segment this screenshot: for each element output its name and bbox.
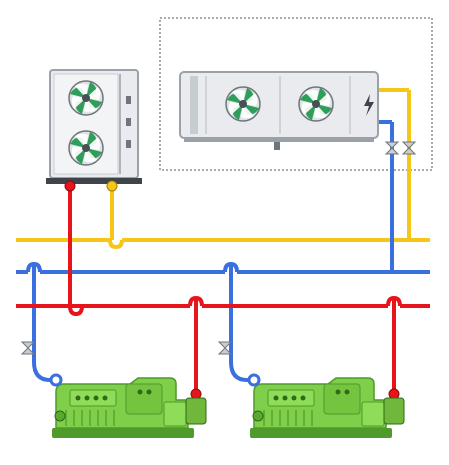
fan-icon [298, 86, 334, 122]
evaporator-valve-suction [385, 141, 399, 155]
condenser-liquid-port [106, 180, 118, 192]
condenser-discharge-port [64, 180, 76, 192]
compressor-icon [249, 377, 393, 439]
fan-icon [68, 80, 104, 116]
compressor-icon [51, 377, 195, 439]
evaporator-valve-liquid [402, 141, 416, 155]
liquid-line [16, 88, 430, 250]
enclosure-boundary [159, 17, 433, 171]
fan-icon [68, 130, 104, 166]
fan-icon [225, 86, 261, 122]
compressor-2-discharge-valve [383, 397, 405, 425]
compressor-2-suction-port [247, 373, 261, 387]
condenser-unit-icon [46, 69, 142, 192]
evaporator-unit-icon [179, 71, 379, 150]
lightning-icon [364, 94, 374, 116]
compressor-1-discharge-valve [185, 397, 207, 425]
discharge-line [16, 186, 430, 392]
compressor-1-suction-port [49, 373, 63, 387]
